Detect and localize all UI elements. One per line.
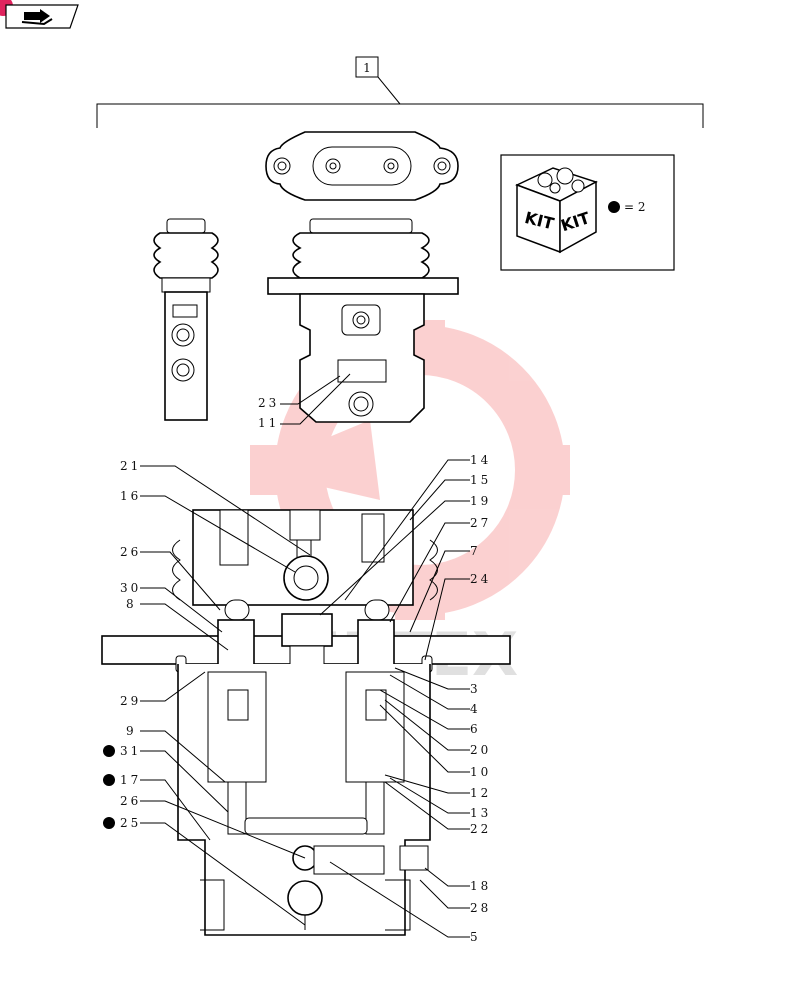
kit-dot-31-icon	[103, 745, 115, 757]
callout-22[interactable]: 22	[470, 822, 491, 836]
callout-13[interactable]: 13	[470, 806, 491, 820]
callout-30[interactable]: 30	[120, 581, 141, 595]
callout-10[interactable]: 10	[470, 765, 491, 779]
kit-legend: KIT KIT = 2	[500, 154, 675, 271]
assembly-ref-label: 1	[363, 61, 371, 75]
assembly-bracket	[96, 76, 704, 128]
kit-dot-25-icon	[103, 817, 115, 829]
callout-11[interactable]: 11	[258, 416, 279, 430]
callout-19[interactable]: 19	[470, 494, 491, 508]
callout-29[interactable]: 29	[120, 694, 141, 708]
section-view	[101, 509, 511, 936]
callout-23[interactable]: 23	[258, 396, 279, 410]
back-to-index-tab[interactable]	[0, 0, 80, 30]
callout-28[interactable]: 28	[470, 901, 491, 915]
side-view	[153, 218, 219, 421]
callout-31[interactable]: 31	[120, 744, 141, 758]
callout-25[interactable]: 25	[120, 816, 141, 830]
callout-7[interactable]: 7	[470, 544, 481, 558]
callout-labels: 23 11 21 16 26 30 8 29 9 31 17 26 25 14 …	[120, 396, 491, 944]
callout-8[interactable]: 8	[126, 597, 137, 611]
leader-lines	[140, 373, 470, 938]
callout-21[interactable]: 21	[120, 459, 141, 473]
callout-17[interactable]: 17	[120, 773, 141, 787]
callout-5[interactable]: 5	[470, 930, 481, 944]
flange-top-view	[265, 131, 459, 201]
kit-box-icon: KIT KIT	[515, 167, 598, 254]
front-view	[267, 218, 459, 423]
callout-20[interactable]: 20	[470, 743, 491, 757]
callout-24[interactable]: 24	[470, 572, 491, 586]
callout-15[interactable]: 15	[470, 473, 491, 487]
callout-4[interactable]: 4	[470, 702, 481, 716]
callout-3[interactable]: 3	[470, 682, 481, 696]
kit-dot-17-icon	[103, 774, 115, 786]
callout-26-upper[interactable]: 26	[120, 545, 141, 559]
callout-6[interactable]: 6	[470, 722, 481, 736]
callout-16[interactable]: 16	[120, 489, 141, 503]
callout-12[interactable]: 12	[470, 786, 491, 800]
book-arrow-icon[interactable]	[0, 0, 80, 30]
kit-quantity: = 2	[624, 200, 646, 214]
callout-18[interactable]: 18	[470, 879, 491, 893]
callout-26-lower[interactable]: 26	[120, 794, 141, 808]
callout-9[interactable]: 9	[126, 724, 137, 738]
callout-27[interactable]: 27	[470, 516, 491, 530]
callout-14[interactable]: 14	[470, 453, 491, 467]
filled-dot-icon	[608, 201, 620, 213]
assembly-ref-box	[355, 56, 379, 78]
